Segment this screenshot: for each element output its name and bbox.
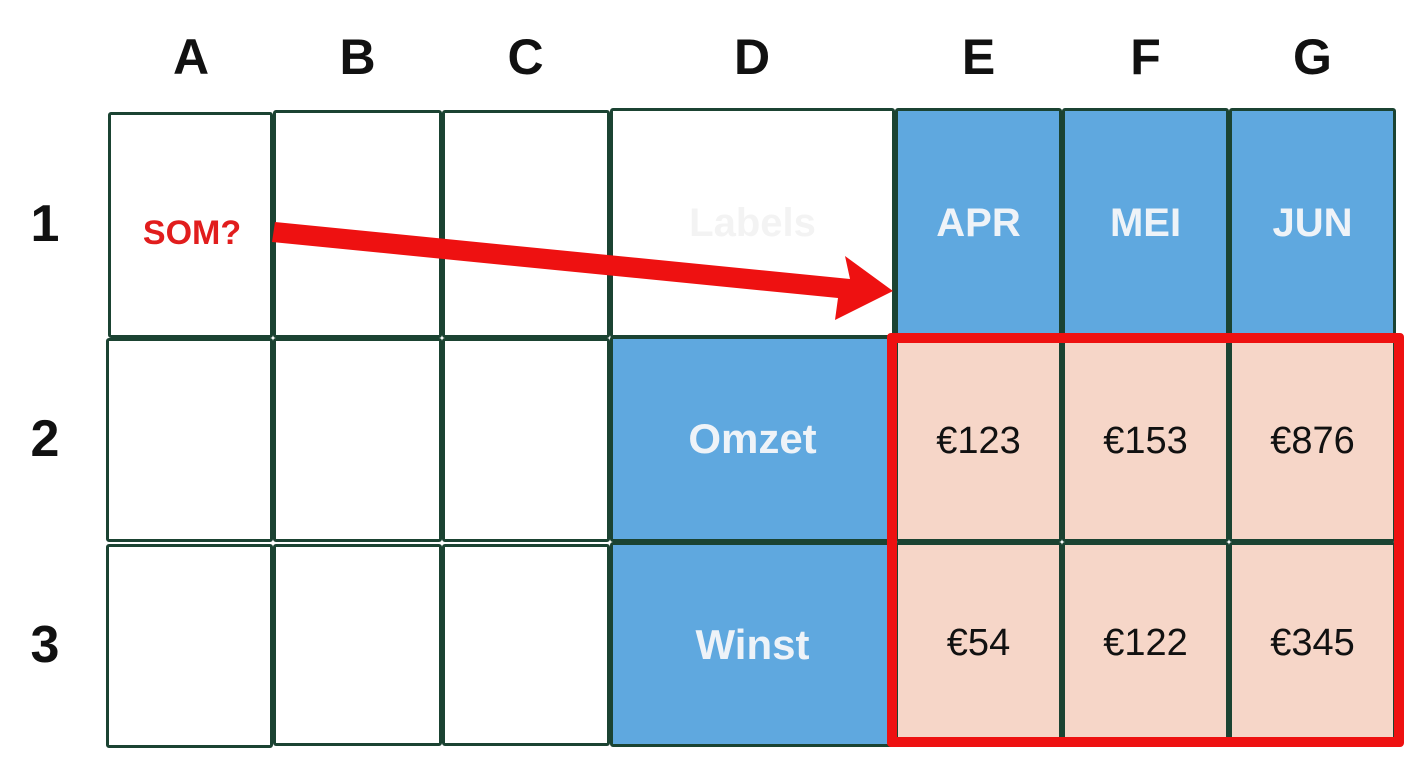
month-header-apr: APR (936, 200, 1021, 245)
sum-question-label: SOM? (142, 213, 242, 252)
cell-a2[interactable] (106, 338, 273, 542)
column-header-e: E (961, 29, 996, 85)
cell-c1[interactable] (442, 110, 610, 338)
month-header-mei: MEI (1109, 200, 1182, 245)
month-header-jun: JUN (1272, 200, 1353, 245)
row-label-winst: Winst (695, 620, 810, 668)
column-header-b: B (339, 29, 376, 85)
cell-d2[interactable]: Omzet (610, 336, 895, 542)
cell-f2[interactable]: €153 (1062, 340, 1229, 542)
cell-b3[interactable] (273, 544, 442, 746)
value-winst-apr: €54 (946, 622, 1011, 664)
value-winst-mei: €122 (1103, 622, 1188, 664)
cell-a3[interactable] (106, 544, 273, 748)
value-omzet-mei: €153 (1103, 419, 1188, 462)
cell-f1[interactable]: MEI (1062, 108, 1229, 338)
cell-f3[interactable]: €122 (1062, 542, 1229, 745)
cell-g1[interactable]: JUN (1229, 108, 1396, 338)
cell-d1[interactable]: Labels (610, 108, 895, 338)
cell-g3[interactable]: €345 (1229, 542, 1396, 745)
value-omzet-jun: €876 (1270, 419, 1355, 462)
cell-b1[interactable] (273, 110, 442, 338)
column-header-c: C (507, 29, 544, 85)
cell-e2[interactable]: €123 (895, 340, 1062, 542)
cell-a1[interactable] (108, 112, 273, 338)
value-omzet-apr: €123 (936, 419, 1021, 462)
row-header-2: 2 (30, 410, 60, 468)
row-header-3: 3 (30, 615, 60, 674)
faint-labels-text: Labels (689, 200, 816, 245)
cell-d3[interactable]: Winst (610, 542, 895, 747)
column-header-g: G (1293, 29, 1332, 85)
value-winst-jun: €345 (1270, 622, 1355, 664)
row-header-1: 1 (30, 195, 60, 253)
cell-e1[interactable]: APR (895, 108, 1062, 338)
cell-b2[interactable] (273, 338, 442, 542)
column-header-a: A (172, 29, 210, 85)
cell-c3[interactable] (442, 544, 610, 746)
cell-c2[interactable] (442, 338, 610, 542)
column-header-d: D (733, 29, 771, 85)
cell-g2[interactable]: €876 (1229, 340, 1396, 542)
row-label-omzet: Omzet (688, 415, 817, 462)
cell-e3[interactable]: €54 (895, 542, 1062, 745)
column-header-f: F (1130, 29, 1161, 85)
